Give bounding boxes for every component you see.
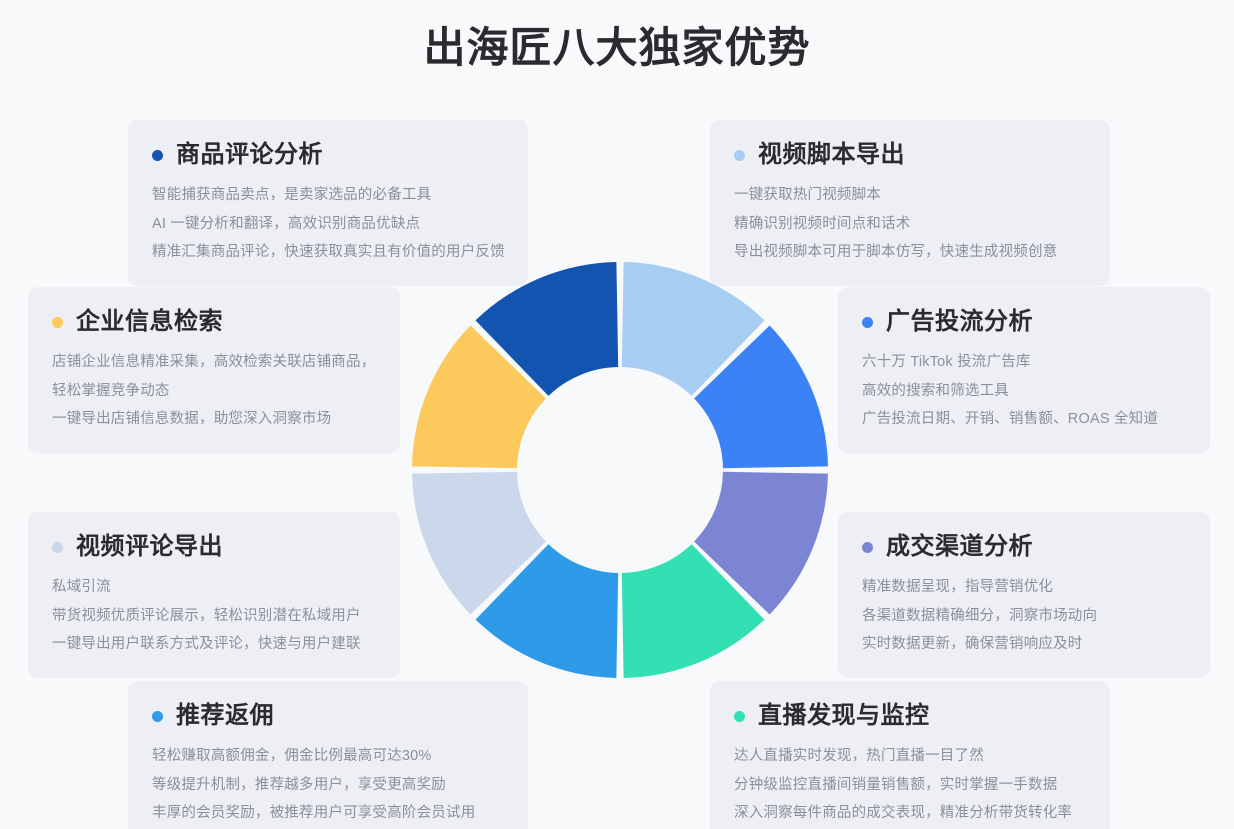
feature-card-transaction-channel-analysis[interactable]: 成交渠道分析 精准数据呈现，指导营销优化 各渠道数据精确细分，洞察市场动向 实时… [838,512,1210,679]
card-header: 成交渠道分析 [862,533,1184,560]
card-description: 六十万 TikTok 投流广告库 高效的搜索和筛选工具 广告投流日期、开销、销售… [862,348,1184,433]
card-title: 视频评论导出 [76,533,223,560]
feature-card-referral-commission[interactable]: 推荐返佣 轻松赚取高额佣金，佣金比例最高可达30% 等级提升机制，推荐越多用户，… [128,681,528,829]
donut-segment[interactable] [694,471,828,615]
feature-card-ad-traffic-analysis[interactable]: 广告投流分析 六十万 TikTok 投流广告库 高效的搜索和筛选工具 广告投流日… [838,287,1210,454]
card-title: 视频脚本导出 [758,141,905,168]
card-title: 成交渠道分析 [886,533,1033,560]
donut-segment[interactable] [475,544,619,678]
card-description: 达人直播实时发现，热门直播一目了然 分钟级监控直播间销量销售额，实时掌握一手数据… [734,742,1084,827]
card-description: 店铺企业信息精准采集，高效检索关联店铺商品， 轻松掌握竞争动态 一键导出店铺信息… [52,348,376,433]
card-title: 推荐返佣 [176,702,274,729]
bullet-dot-icon [52,316,63,328]
donut-segment[interactable] [412,471,546,615]
card-line: 店铺企业信息精准采集，高效检索关联店铺商品， [52,354,376,371]
card-title: 商品评论分析 [176,141,323,168]
card-header: 企业信息检索 [52,308,374,335]
donut-segment[interactable] [475,262,619,396]
card-line: 等级提升机制，推荐越多用户，享受更高奖励 [152,776,446,793]
bullet-dot-icon [152,710,163,722]
card-header: 广告投流分析 [862,308,1184,335]
card-header: 视频评论导出 [52,533,374,560]
bullet-dot-icon [152,149,163,161]
card-description: 精准数据呈现，指导营销优化 各渠道数据精确细分，洞察市场动向 实时数据更新，确保… [862,573,1184,658]
card-line: 精确识别视频时间点和话术 [734,215,911,232]
page-title: 出海匠八大独家优势 [423,24,811,71]
card-line: 导出视频脚本可用于脚本仿写，快速生成视频创意 [734,243,1058,260]
card-line: 各渠道数据精确细分，洞察市场动向 [862,607,1098,624]
card-line: 一键导出店铺信息数据，助您深入洞察市场 [52,410,332,427]
bullet-dot-icon [734,710,745,722]
card-header: 视频脚本导出 [734,141,1084,168]
card-line: 六十万 TikTok 投流广告库 [862,354,1031,371]
card-description: 轻松赚取高额佣金，佣金比例最高可达30% 等级提升机制，推荐越多用户，享受更高奖… [152,742,502,827]
card-header: 直播发现与监控 [734,702,1084,729]
donut-segment[interactable] [621,544,765,678]
card-line: 丰厚的会员奖励，被推荐用户可享受高阶会员试用 [152,804,476,821]
card-line: 一键获取热门视频脚本 [734,187,881,204]
card-line: 达人直播实时发现，热门直播一目了然 [734,748,984,765]
feature-card-video-comment-export[interactable]: 视频评论导出 私域引流 带货视频优质评论展示，轻松识别潜在私域用户 一键导出用户… [28,512,400,679]
card-line: 轻松赚取高额佣金，佣金比例最高可达30% [152,748,432,765]
feature-card-livestream-discovery-monitoring[interactable]: 直播发现与监控 达人直播实时发现，热门直播一目了然 分钟级监控直播间销量销售额，… [710,681,1110,829]
card-header: 推荐返佣 [152,702,502,729]
advantages-donut-chart [412,262,828,678]
donut-svg [412,262,828,678]
card-line: 精准数据呈现，指导营销优化 [862,579,1054,596]
card-line: 智能捕获商品卖点，是卖家选品的必备工具 [152,187,432,204]
card-line: 带货视频优质评论展示，轻松识别潜在私域用户 [52,607,361,624]
card-line: 实时数据更新，确保营销响应及时 [862,635,1083,652]
card-line: 广告投流日期、开销、销售额、ROAS 全知道 [862,410,1159,427]
donut-segment[interactable] [694,325,828,469]
feature-card-video-script-export[interactable]: 视频脚本导出 一键获取热门视频脚本 精确识别视频时间点和话术 导出视频脚本可用于… [710,120,1110,287]
bullet-dot-icon [52,541,63,553]
feature-card-enterprise-info-search[interactable]: 企业信息检索 店铺企业信息精准采集，高效检索关联店铺商品， 轻松掌握竞争动态 一… [28,287,400,454]
card-description: 智能捕获商品卖点，是卖家选品的必备工具 AI 一键分析和翻译，高效识别商品优缺点… [152,181,505,266]
card-line: 精准汇集商品评论，快速获取真实且有价值的用户反馈 [152,243,505,260]
card-header: 商品评论分析 [152,141,502,168]
card-line: 高效的搜索和筛选工具 [862,382,1009,399]
card-line: 分钟级监控直播间销量销售额，实时掌握一手数据 [734,776,1058,793]
card-title: 直播发现与监控 [758,702,930,729]
card-title: 广告投流分析 [886,308,1033,335]
card-line: 深入洞察每件商品的成交表现，精准分析带货转化率 [734,804,1073,821]
donut-segment[interactable] [621,262,765,396]
card-line: 一键导出用户联系方式及评论，快速与用户建联 [52,635,361,652]
bullet-dot-icon [862,316,873,328]
bullet-dot-icon [862,541,873,553]
card-line: 轻松掌握竞争动态 [52,382,170,399]
card-description: 一键获取热门视频脚本 精确识别视频时间点和话术 导出视频脚本可用于脚本仿写，快速… [734,181,1084,266]
card-line: 私域引流 [52,579,111,596]
donut-segment[interactable] [412,325,546,469]
card-description: 私域引流 带货视频优质评论展示，轻松识别潜在私域用户 一键导出用户联系方式及评论… [52,573,374,658]
card-title: 企业信息检索 [76,308,223,335]
card-line: AI 一键分析和翻译，高效识别商品优缺点 [152,215,421,232]
feature-card-product-review-analysis[interactable]: 商品评论分析 智能捕获商品卖点，是卖家选品的必备工具 AI 一键分析和翻译，高效… [128,120,528,287]
bullet-dot-icon [734,149,745,161]
